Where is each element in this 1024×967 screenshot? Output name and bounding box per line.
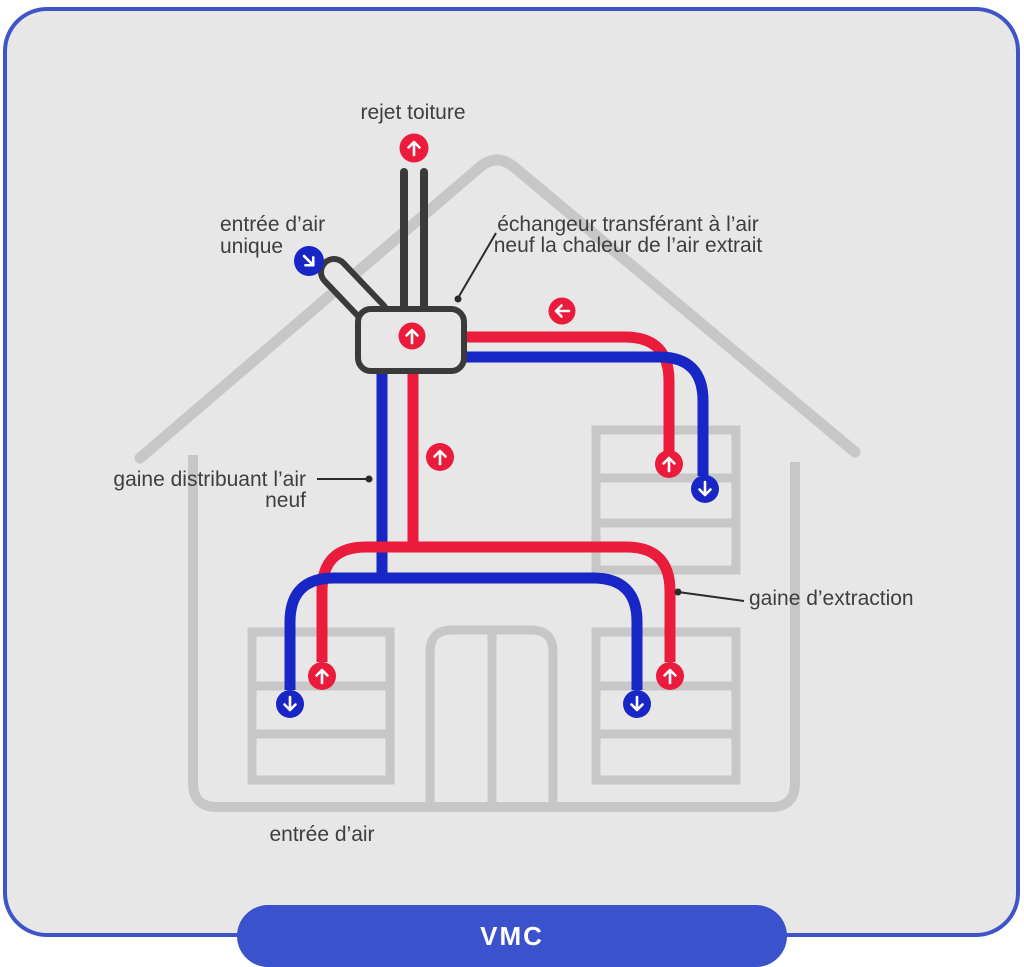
arrow-up-icon	[656, 662, 684, 690]
label-entree-air: entrée d’air	[269, 823, 374, 846]
fresh-air-duct-upstairs	[460, 351, 709, 476]
fresh-air-trunk-duct	[284, 572, 643, 690]
arrow-down-icon	[691, 475, 719, 503]
flow-arrows	[276, 133, 719, 718]
arrow-up-icon	[398, 322, 426, 350]
label-rejet-toiture: rejet toiture	[360, 101, 465, 124]
label-gaine-neuf-line1: gaine distribuant l’air	[113, 468, 306, 491]
vmc-button[interactable]: VMC	[237, 905, 787, 967]
arrow-up-icon	[655, 450, 683, 478]
callout-pointers	[317, 232, 745, 602]
arrow-left-icon	[548, 297, 576, 325]
chimney-duct	[400, 168, 428, 318]
label-gaine-extraction: gaine d’extraction	[749, 587, 914, 610]
arrow-down-icon	[276, 690, 304, 718]
diagram-labels: rejet toiture entrée d’air unique échang…	[113, 101, 913, 846]
arrow-up-icon	[308, 662, 336, 690]
door-outline	[425, 625, 558, 807]
label-gaine-neuf-line2: neuf	[265, 489, 306, 512]
extraction-duct-upstairs	[460, 331, 675, 452]
arrow-up-icon	[426, 443, 454, 471]
arrow-down-right-icon	[294, 246, 324, 276]
arrow-up-icon	[399, 133, 429, 163]
label-entree-unique-line1: entrée d’air	[220, 213, 325, 236]
roof-line	[134, 154, 861, 464]
arrow-down-icon	[623, 690, 651, 718]
label-echangeur-line2: neuf la chaleur de l’air extrait	[494, 234, 763, 257]
extraction-ducts	[316, 331, 676, 662]
label-entree-unique-line2: unique	[220, 235, 283, 258]
extraction-trunk-duct	[316, 541, 676, 662]
label-echangeur-line1: échangeur transférant à l’air	[497, 213, 759, 236]
fresh-air-ducts	[284, 351, 709, 690]
